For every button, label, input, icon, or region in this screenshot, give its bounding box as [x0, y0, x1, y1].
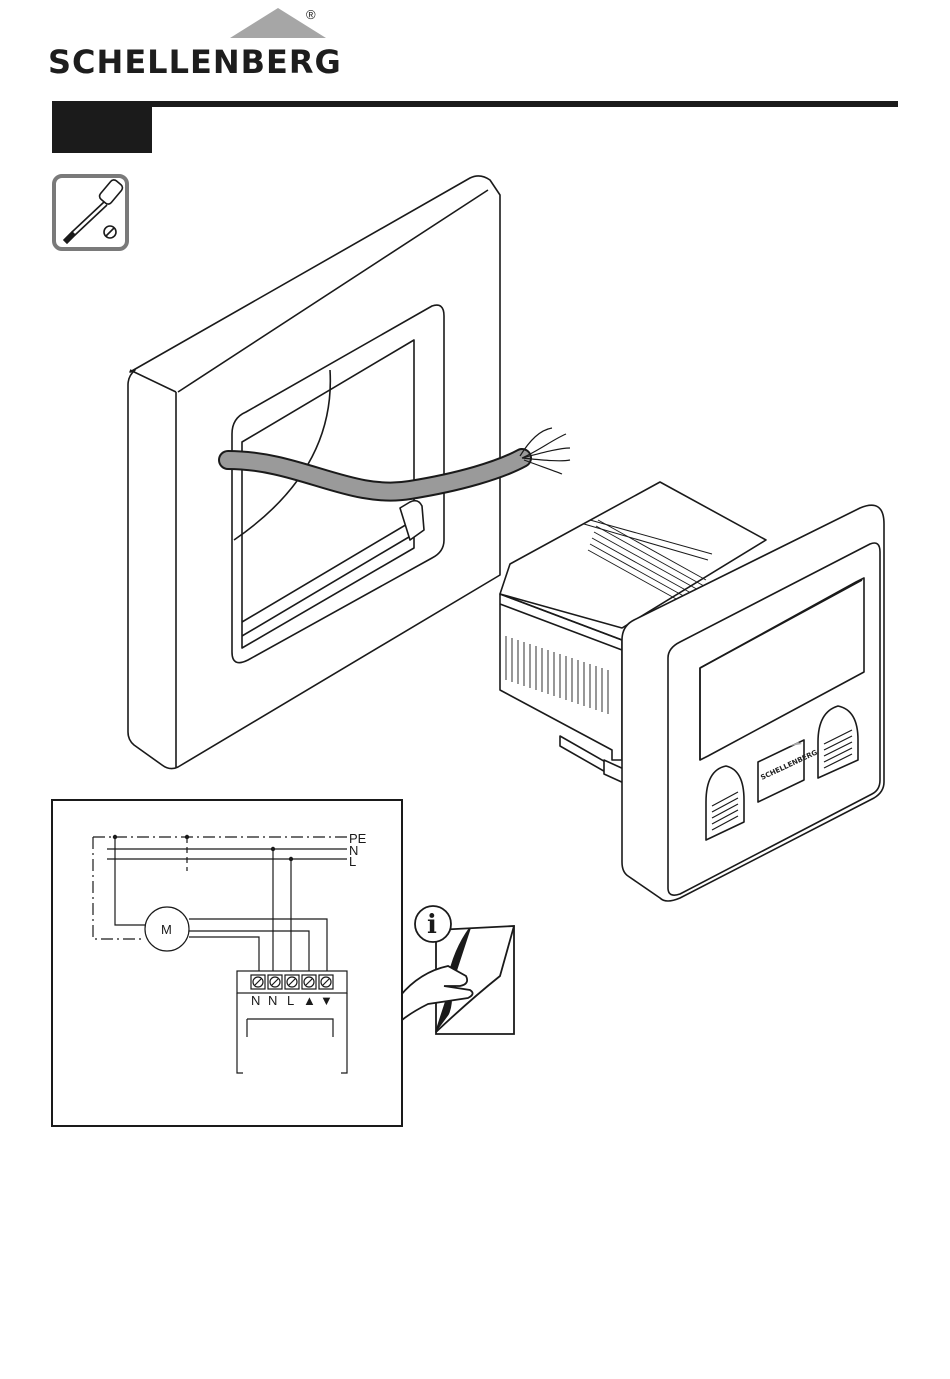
- wiring-diagram: PE N L M N N L ▲ ▼: [51, 799, 403, 1127]
- registered-mark: ®: [306, 8, 316, 22]
- brand-logo: SCHELLENBERG ®: [48, 8, 328, 80]
- motor-symbol: M: [161, 922, 172, 937]
- terminal-label-l: L: [287, 993, 294, 1008]
- step-number-block: [52, 101, 152, 153]
- terminal-label-n2: N: [268, 993, 277, 1008]
- terminal-label-up: ▲: [303, 993, 316, 1008]
- actuator-device: [500, 482, 884, 901]
- terminal-label-n1: N: [251, 993, 260, 1008]
- logo-wordmark: SCHELLENBERG: [48, 44, 342, 80]
- logo-roof-icon: [48, 8, 328, 48]
- terminal-label-down: ▼: [320, 993, 333, 1008]
- header-rule: [52, 101, 898, 107]
- info-manual-icon: i: [400, 906, 514, 1034]
- info-icon: i: [427, 910, 437, 940]
- conductor-l-label: L: [349, 854, 356, 869]
